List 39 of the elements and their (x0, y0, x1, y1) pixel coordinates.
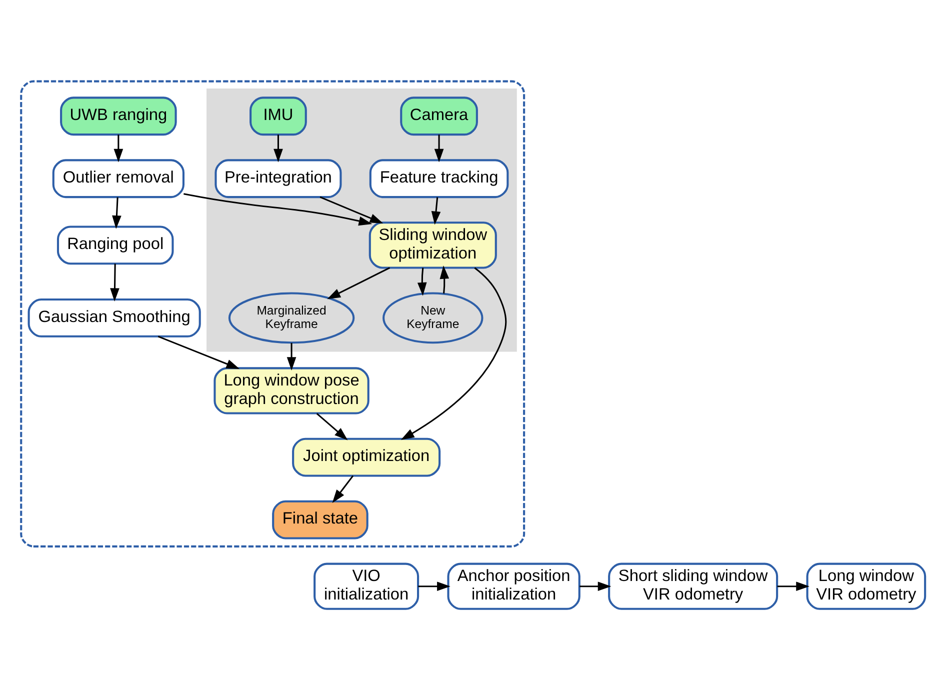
arrow (184, 193, 372, 226)
node-box: Gaussian Smoothing (28, 298, 201, 338)
node-box: Joint optimization (292, 438, 441, 477)
arrow (286, 342, 296, 370)
arrow (400, 267, 507, 440)
node-box: Feature tracking (369, 159, 509, 198)
arrow (316, 413, 348, 440)
cluster (206, 88, 517, 352)
cluster (20, 80, 526, 548)
node-box: UWB ranging (60, 96, 177, 136)
arrow (327, 267, 390, 300)
node-box: Long window pose graph construction (214, 367, 370, 414)
arrow (158, 336, 240, 369)
arrow (417, 268, 427, 296)
arrow (274, 134, 283, 162)
node-box: Short sliding window VIR odometry (608, 562, 778, 610)
arrow (112, 197, 122, 229)
arrow (777, 582, 810, 592)
node-ellipse: New Keyframe (382, 292, 484, 344)
node-box: Pre-integration (214, 159, 342, 198)
arrow (418, 582, 450, 592)
arrow (320, 196, 384, 224)
arrow (434, 134, 444, 162)
node-box: Outlier removal (52, 159, 184, 198)
arrow (332, 475, 354, 503)
node-ellipse: Marginalized Keyframe (228, 292, 355, 344)
node-box: IMU (250, 96, 307, 136)
node-box: VIO initialization (314, 562, 420, 610)
arrow (580, 582, 612, 592)
node-box: Final state (272, 500, 368, 540)
node-box: Camera (400, 96, 478, 136)
arrow (114, 134, 124, 162)
node-box: Sliding window optimization (368, 222, 497, 269)
arrow (431, 197, 441, 225)
arrow (110, 264, 120, 302)
arrow (440, 266, 450, 294)
node-box: Long window VIR odometry (806, 562, 926, 610)
node-box: Anchor position initialization (447, 562, 580, 610)
node-box: Ranging pool (56, 226, 174, 265)
